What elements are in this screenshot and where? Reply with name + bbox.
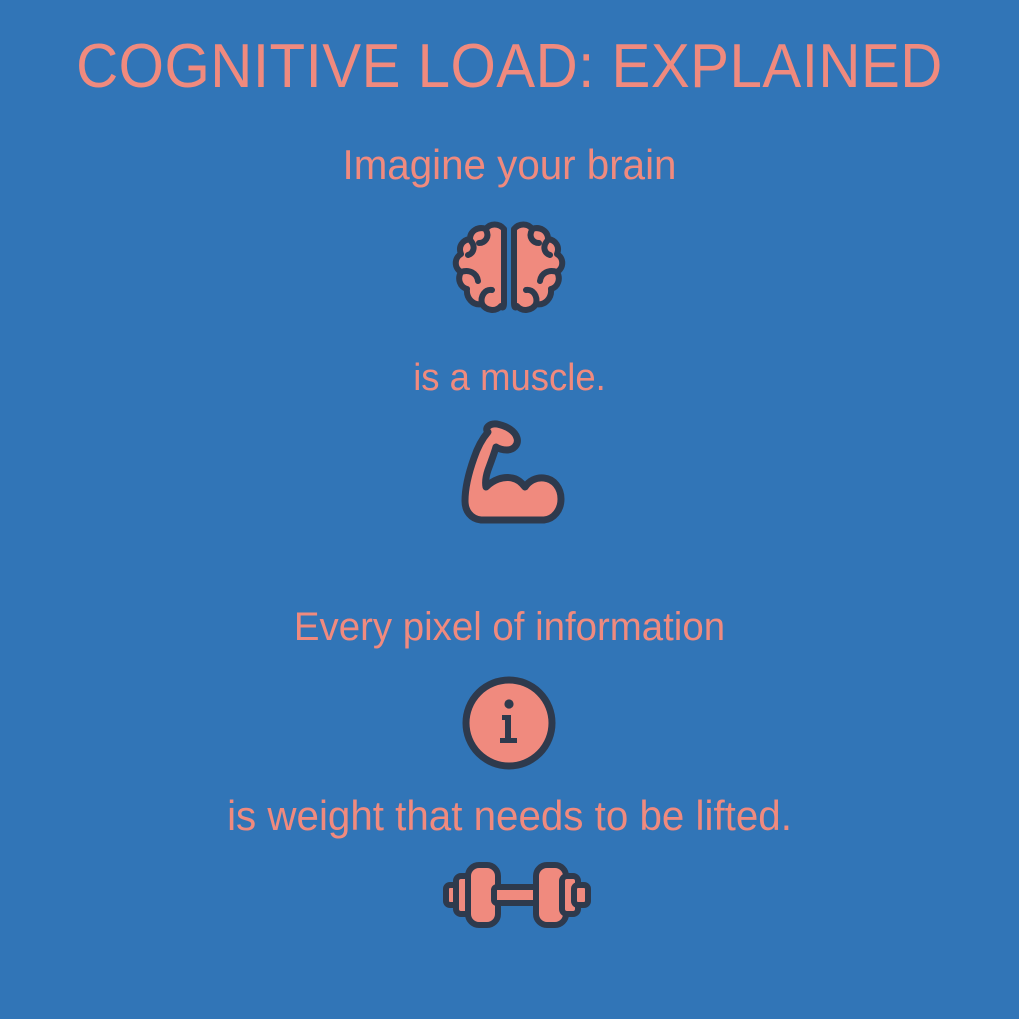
body-line-imagine-your-brain: Imagine your brain — [342, 141, 677, 188]
dumbbell-icon — [437, 857, 597, 933]
body-line-is-weight-that-needs-to-be-lifted: is weight that needs to be lifted. — [227, 792, 792, 839]
brain-icon — [449, 219, 569, 319]
page-title: COGNITIVE LOAD: EXPLAINED — [76, 32, 943, 101]
info-circle-icon — [459, 673, 559, 773]
flexed-bicep-icon — [455, 418, 575, 538]
body-line-every-pixel-of-information: Every pixel of information — [293, 605, 726, 649]
body-line-is-a-muscle: is a muscle. — [413, 357, 606, 399]
